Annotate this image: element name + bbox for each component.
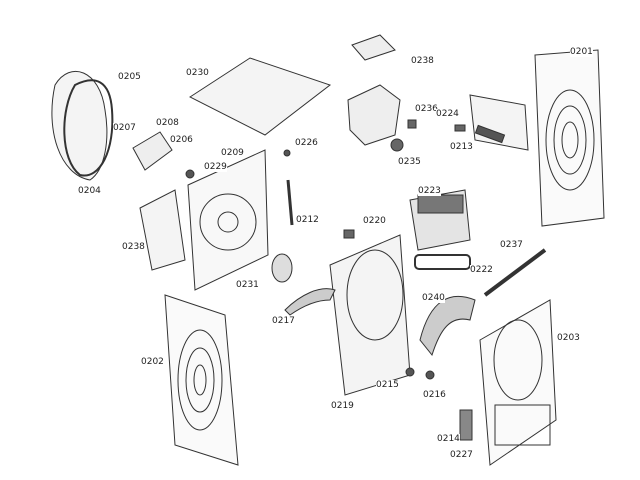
part-0224 — [454, 124, 466, 132]
label-0240: 0240 — [422, 293, 445, 303]
label-0205: 0205 — [118, 72, 141, 82]
label-0230: 0230 — [186, 68, 209, 78]
label-0238: 0238 — [122, 242, 145, 252]
cover-plate — [139, 189, 186, 271]
label-0212: 0212 — [296, 215, 319, 225]
label-0201: 0201 — [570, 47, 593, 57]
label-0214: 0214 — [437, 434, 460, 444]
condenser-gasket — [414, 254, 471, 270]
switch-0214 — [459, 409, 473, 441]
label-0237: 0237 — [500, 240, 523, 250]
label-0203: 0203 — [557, 333, 580, 343]
rail — [286, 179, 294, 226]
label-0213: 0213 — [450, 142, 473, 152]
strip — [483, 248, 547, 297]
label-0219: 0219 — [331, 401, 354, 411]
control-lid — [351, 34, 396, 61]
condenser-grille — [417, 194, 464, 214]
sensor-0220 — [343, 229, 355, 239]
label-0236: 0238 — [411, 56, 434, 66]
air-duct — [419, 295, 476, 357]
door-gasket — [63, 79, 114, 177]
label-0223: 0223 — [418, 186, 441, 196]
label-0209: 0209 — [221, 148, 244, 158]
button-strip — [474, 124, 506, 144]
label-0229: 0229 — [204, 162, 227, 172]
side-panel-left — [164, 294, 239, 466]
fan-wheel — [271, 253, 293, 283]
duct — [284, 288, 336, 316]
label-0220: 0220 — [363, 216, 386, 226]
part-0234 — [407, 119, 417, 129]
plug-0215 — [405, 367, 415, 377]
front-bearing-shield — [329, 234, 411, 396]
label-0206: 0206 — [170, 135, 193, 145]
part-0235 — [390, 138, 404, 152]
label-0226: 0226 — [295, 138, 318, 148]
label-0207: 0207 — [113, 123, 136, 133]
label-0222: 0222 — [470, 265, 493, 275]
control-box — [347, 84, 401, 146]
label-0235: 0235 — [398, 157, 421, 167]
label-0224: 0224 — [436, 109, 459, 119]
label-0215: 0215 — [376, 380, 399, 390]
filter-housing — [132, 131, 173, 171]
label-0234: 0236 — [415, 104, 438, 114]
clip-0226 — [283, 149, 291, 157]
plug-0216 — [425, 370, 435, 380]
label-0216: 0216 — [423, 390, 446, 400]
label-0202: 0202 — [141, 357, 164, 367]
clip-0229 — [185, 169, 195, 179]
label-0204: 0204 — [78, 186, 101, 196]
label-0217: 0217 — [272, 316, 295, 326]
label-0208: 0208 — [156, 118, 179, 128]
front-panel — [479, 299, 557, 466]
rear-wall — [187, 149, 269, 291]
door-frame — [51, 70, 108, 181]
label-0231: 0231 — [236, 280, 259, 290]
side-panel-right — [534, 49, 605, 227]
top-cover — [188, 57, 332, 136]
label-0227: 0227 — [450, 450, 473, 460]
